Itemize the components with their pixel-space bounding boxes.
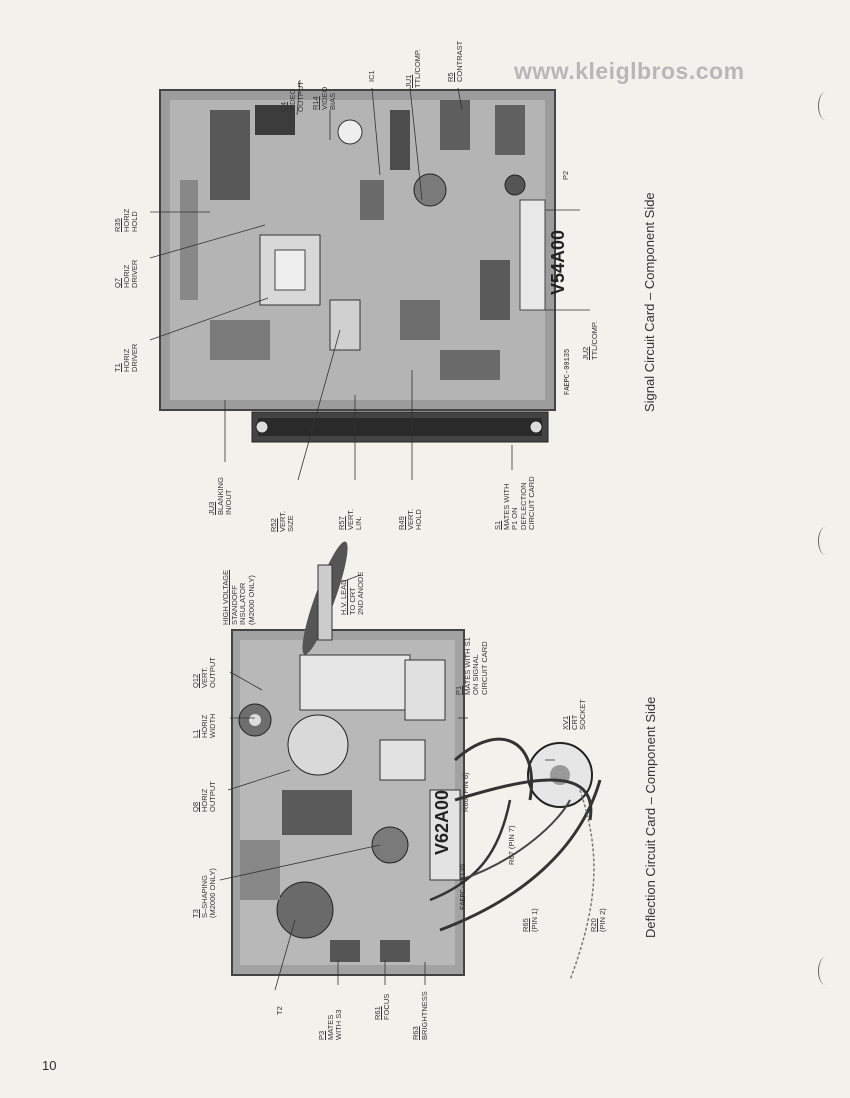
label-line: WITH S3 bbox=[334, 1009, 343, 1040]
label-line: (M2000 ONLY) bbox=[246, 575, 256, 625]
signal-board-photo bbox=[149, 79, 590, 481]
label-line: BRIGHTNESS bbox=[419, 991, 429, 1040]
label-r65: R65(PIN 1) bbox=[521, 908, 539, 932]
signal-part-number: FAEPC-00135 bbox=[564, 348, 572, 395]
label-t2: T2 bbox=[275, 1006, 285, 1015]
watermark: www.kleiglbros.com bbox=[514, 58, 745, 84]
label-line: CIRCUIT CARD bbox=[479, 641, 489, 695]
signal-board-mark: V54A00 bbox=[548, 229, 568, 295]
label-line: (PIN 2) bbox=[597, 908, 607, 932]
label-line: IC1 bbox=[367, 70, 376, 82]
label-line: (PIN 1) bbox=[529, 908, 539, 932]
label-line: OUTPUT bbox=[208, 781, 217, 812]
label-line: HOLD bbox=[414, 509, 423, 530]
label-p2: P2 bbox=[561, 170, 571, 180]
label-r67: R67 (PIN 7) bbox=[507, 825, 517, 865]
label-line: BIAS bbox=[328, 92, 337, 110]
label-line: P2 bbox=[561, 170, 570, 180]
label-line: DRIVER bbox=[130, 343, 139, 372]
label-line: CIRCUIT CARD bbox=[527, 476, 536, 530]
punch-hole-middle bbox=[818, 527, 833, 555]
punch-hole-bottom bbox=[818, 957, 833, 985]
deflection-card-caption: Deflection Circuit Card – Component Side bbox=[643, 696, 658, 938]
label-ic1: IC1 bbox=[367, 70, 377, 82]
deflection-board-photo bbox=[219, 541, 602, 991]
label-line: WIDTH bbox=[208, 713, 217, 738]
label-line: LIN. bbox=[354, 516, 363, 530]
deflection-part-number: FAEPC-00136 bbox=[460, 863, 468, 910]
deflection-board-mark: V62A00 bbox=[432, 789, 452, 855]
label-line: FOCUS bbox=[381, 993, 391, 1020]
label-r66: R66 (PIN 6) bbox=[461, 772, 471, 812]
label-line: TTL/COMP. bbox=[412, 48, 422, 88]
page-number: 10 bbox=[42, 1058, 57, 1073]
label-line: (M2000 ONLY) bbox=[208, 868, 217, 918]
label-line: OUTPUT bbox=[296, 81, 305, 112]
label-line: OUTPUT bbox=[208, 657, 217, 688]
signal-card-caption: Signal Circuit Card – Component Side bbox=[642, 192, 657, 412]
label-line: DRIVER bbox=[130, 259, 139, 288]
label-line: 2ND ANODE bbox=[356, 571, 365, 615]
label-line: T2 bbox=[275, 1006, 284, 1015]
label-r20: R20(PIN 2) bbox=[589, 908, 607, 932]
label-line: R67 (PIN 7) bbox=[507, 825, 516, 865]
label-line: R66 (PIN 6) bbox=[461, 772, 470, 812]
label-line: IN/OUT bbox=[224, 489, 233, 515]
label-line: TTL/COMP. bbox=[589, 320, 599, 360]
label-line: SOCKET bbox=[578, 699, 587, 730]
label-line: SIZE bbox=[286, 515, 295, 532]
label-line: HOLD bbox=[130, 211, 139, 232]
label-line: CONTRAST bbox=[454, 40, 464, 82]
punch-hole-top bbox=[818, 92, 833, 120]
